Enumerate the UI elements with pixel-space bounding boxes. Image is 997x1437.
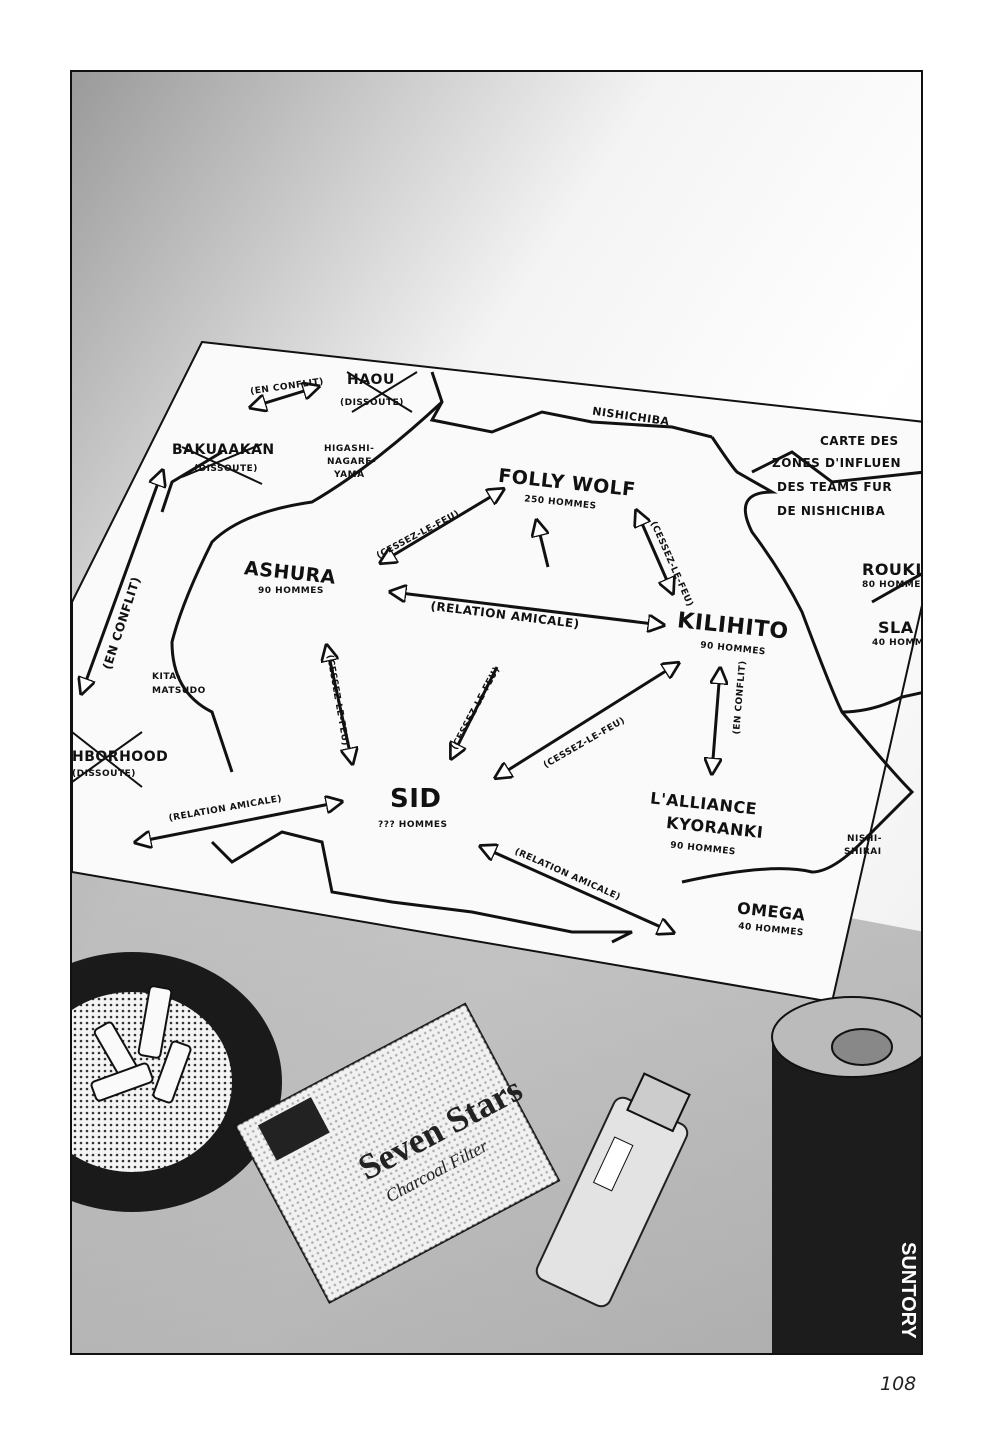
map-title-line-1: CARTE DES: [820, 434, 899, 448]
area-kita-2: MATSUDO: [152, 686, 206, 696]
area-higashi-1: HIGASHI-: [324, 444, 375, 454]
page-number: 108: [880, 1373, 917, 1395]
panel-artwork: Seven Stars Charcoal Filter SUNTORY: [72, 72, 921, 1353]
manga-panel: Seven Stars Charcoal Filter SUNTORY CART…: [70, 70, 923, 1355]
area-higashi-2: NAGARE-: [327, 457, 377, 467]
team-bakuaakan-status: (DISSOUTE): [194, 464, 258, 474]
map-title-line-3: DES TEAMS FUR: [777, 480, 893, 494]
area-higashi-3: YAMA: [334, 470, 365, 480]
map-title-line-4: DE NISHICHIBA: [777, 504, 886, 518]
team-sid-members: ??? HOMMES: [378, 820, 448, 830]
lighter: [535, 1072, 691, 1308]
drink-can: SUNTORY: [771, 996, 921, 1353]
team-rouki-name: ROUKI: [862, 560, 922, 579]
team-neighborhood-status: (DISSOUTE): [72, 769, 136, 779]
team-haou-name: HAOU: [347, 372, 395, 388]
team-bakuaakan-name: BAKUAAKAN: [172, 442, 275, 458]
team-ashura-members: 90 HOMMES: [258, 586, 324, 596]
team-rouki-members: 80 HOMMES: [862, 580, 923, 590]
team-neighborhood-name: HBORHOOD: [72, 749, 169, 765]
map-title-line-2: ZONES D'INFLUEN: [772, 456, 902, 470]
team-sla-members: 40 HOMM: [872, 638, 923, 648]
area-kita-1: KITA-: [152, 672, 181, 682]
can-brand-text: SUNTORY: [897, 1242, 919, 1339]
team-sla-name: SLA: [878, 618, 914, 637]
area-nishi-shirai-1: NISHI-: [847, 834, 882, 844]
team-haou-status: (DISSOUTE): [340, 398, 404, 408]
cigarette-pack: Seven Stars Charcoal Filter: [234, 1002, 561, 1304]
team-sid-name: SID: [390, 784, 442, 814]
area-nishi-shirai-2: SHIRAI: [844, 847, 882, 857]
